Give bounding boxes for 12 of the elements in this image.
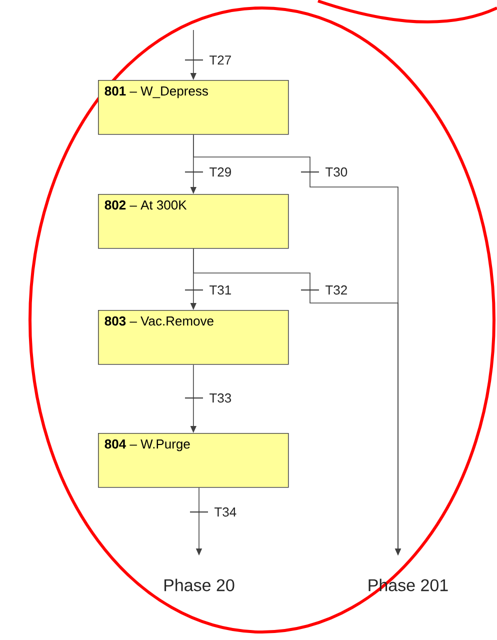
transition-label: T31	[210, 285, 231, 295]
step-box: 804 – W.Purge	[98, 433, 289, 488]
transition-label: T34	[214, 507, 236, 517]
step-box: 802 – At 300K	[98, 194, 289, 249]
step-box: 803 – Vac.Remove	[98, 310, 289, 365]
transition-label: T33	[210, 393, 232, 403]
transition-label: T30	[326, 167, 348, 177]
step-box: 801 – W_Depress	[98, 80, 289, 135]
transition-label: T32	[326, 285, 347, 295]
transition-label: T27	[210, 55, 231, 65]
phase-label: Phase 20	[164, 578, 234, 592]
transition-label: T29	[210, 167, 231, 177]
